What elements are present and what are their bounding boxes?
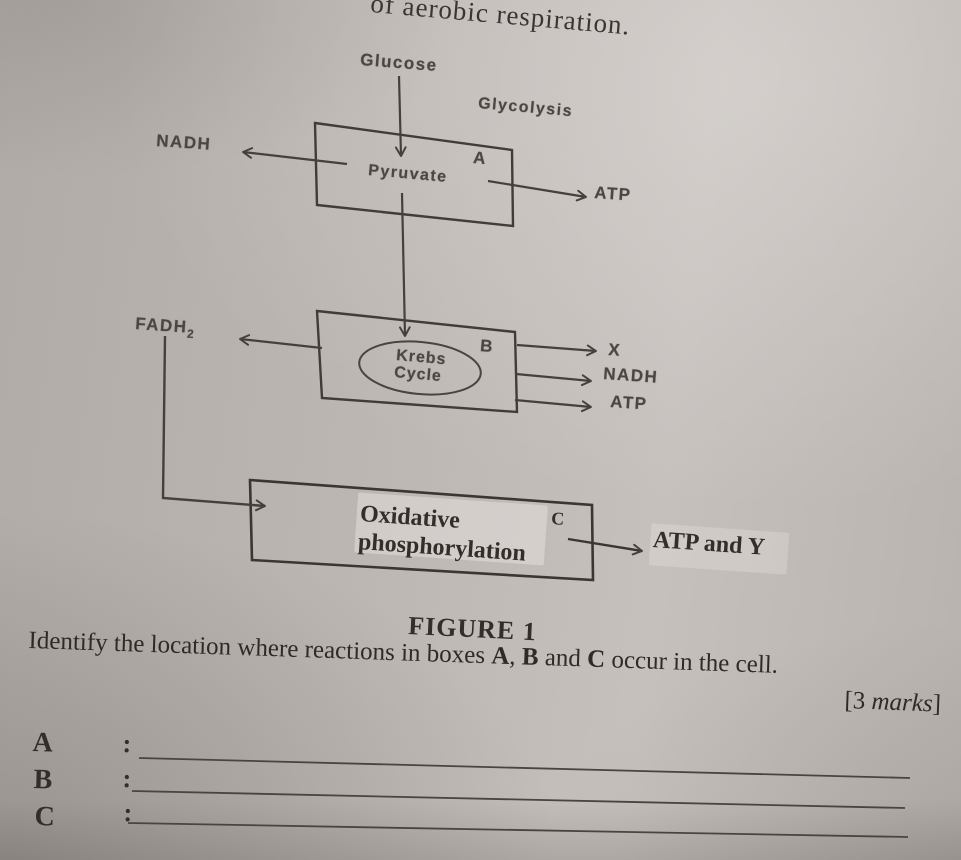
question-bold-b: B xyxy=(521,643,540,671)
x-output-label: X xyxy=(607,340,622,360)
answer-colon-a: : xyxy=(122,729,132,759)
fadh2-label: FADH2 xyxy=(134,314,195,342)
answer-line-b xyxy=(131,790,906,809)
answer-label-b: B xyxy=(33,764,53,796)
krebs-to-x-arrow xyxy=(516,343,597,357)
glycolysis-to-atp-arrow xyxy=(487,179,587,202)
answer-line-c xyxy=(127,822,909,838)
answer-colon-c: : xyxy=(123,798,133,828)
marks-word: marks xyxy=(871,688,934,718)
atp-output-label: ATP xyxy=(609,392,649,414)
answer-label-c: C xyxy=(34,801,56,833)
marks-open: [3 xyxy=(843,687,873,716)
krebs-to-atp-arrow xyxy=(514,398,592,413)
question-sep-ab: , xyxy=(508,642,523,671)
question-sep-bc: and xyxy=(538,643,588,673)
answer-colon-b: : xyxy=(122,764,132,794)
atp-glycolysis-label: ATP xyxy=(593,183,633,205)
marks-close: ] xyxy=(932,690,942,718)
question-bold-c: C xyxy=(586,645,606,674)
pyruvate-to-krebs-arrow xyxy=(398,192,411,337)
krebs-to-fadh2-arrow xyxy=(239,334,323,350)
krebs-box xyxy=(315,309,519,414)
fadh2-subscript: 2 xyxy=(186,326,195,342)
nadh-output-label: NADH xyxy=(602,364,659,387)
question-suffix: occur in the cell. xyxy=(604,646,779,679)
krebs-to-nadh-arrow xyxy=(515,372,592,387)
box-b-letter: B xyxy=(479,336,495,357)
answer-label-a: A xyxy=(32,727,54,759)
fadh2-base-text: FADH xyxy=(134,314,189,337)
box-a-letter: A xyxy=(472,148,488,169)
glycolysis-box xyxy=(313,121,515,228)
nadh-left-label: NADH xyxy=(155,131,212,154)
box-c-letter: C xyxy=(550,508,565,529)
oxphos-to-atp-y-arrow xyxy=(567,537,643,556)
glucose-to-glycolysis-arrow xyxy=(394,75,407,157)
krebs-cycle-ellipse xyxy=(358,340,482,396)
marks-label: [3 marks] xyxy=(843,687,942,719)
oxidative-phosphorylation-box xyxy=(248,478,595,582)
fadh2-to-oxphos-line xyxy=(161,335,266,512)
question-bold-a: A xyxy=(490,642,510,670)
glycolysis-to-nadh-arrow xyxy=(242,147,348,166)
answer-line-a xyxy=(138,757,911,779)
